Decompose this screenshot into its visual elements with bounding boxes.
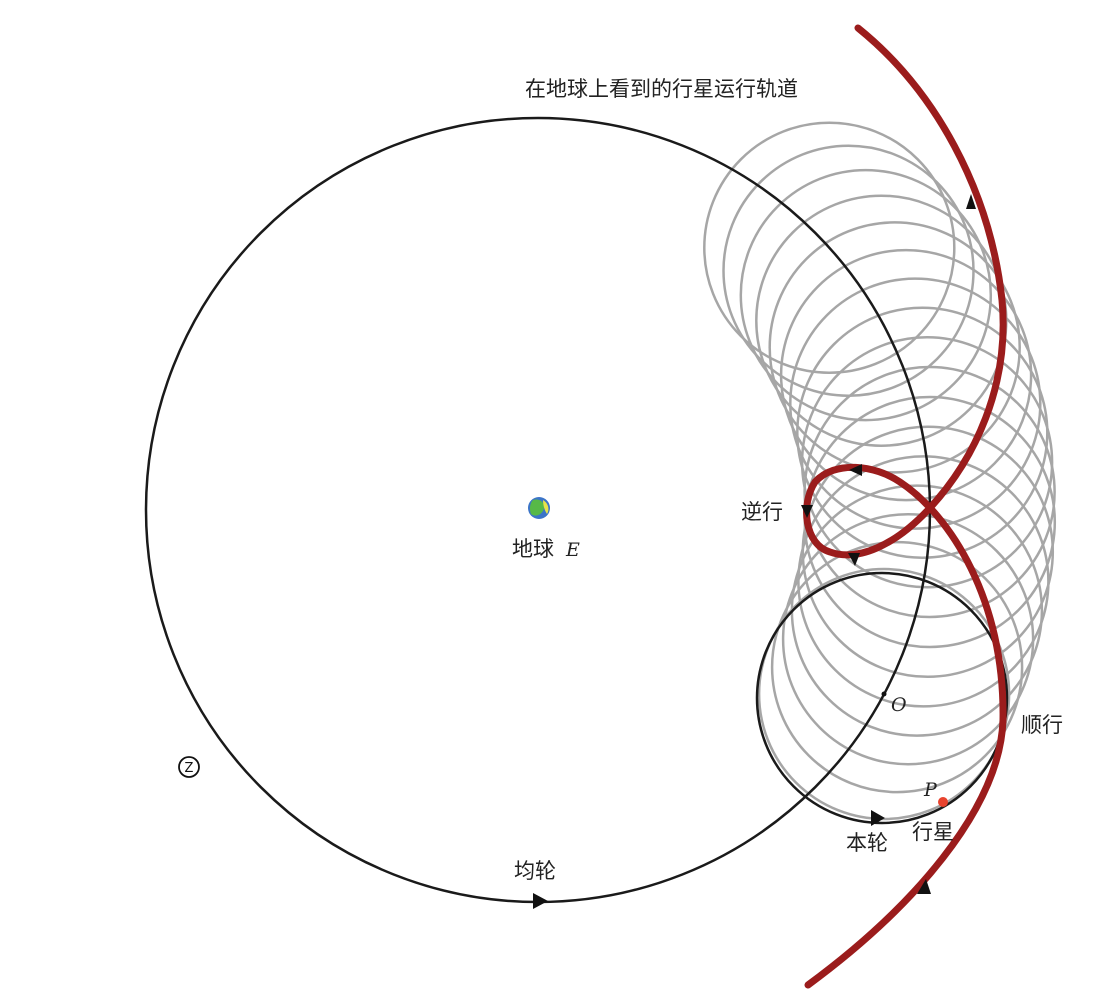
planet-path-arrow-loop-top [849,464,862,476]
epicycle-trace-circle [779,248,1033,502]
diagram-title: 在地球上看到的行星运行轨道 [525,77,798,101]
planet-path-arrow-loop-bottom [848,553,860,566]
prograde-label: 顺行 [1021,713,1063,737]
planet-path-arrow-top [966,194,976,209]
epicycle-arrow [871,810,885,826]
epicycle-center-symbol: O [891,694,907,716]
epicycle-trace-circle [703,121,956,374]
planet-symbol: P [923,779,938,801]
zodiac-mark-icon: Z [178,756,200,778]
epicycle-trace-circle [770,540,1024,794]
planet-label: 行星 [912,820,954,844]
epicycle-trace-circle [757,567,1011,821]
earth-icon [528,497,550,519]
epicycle-trace-circle [768,221,1021,474]
earth-label: 地球 E [512,537,580,561]
deferent-label: 均轮 [514,859,556,883]
deferent-arrow [533,893,548,909]
epicycle-trace-circle [803,365,1056,619]
epicycle-center-dot [881,691,887,697]
retrograde-label: 逆行 [741,500,783,524]
epicycle-trace-circle [789,277,1042,530]
planet-dot [938,797,948,807]
svg-text:Z: Z [185,761,194,776]
planet-path-arrow-loop-left [801,505,813,518]
planet-path [803,24,1007,989]
epicycle-circle [755,571,1009,825]
epicycle-trace-circle [781,512,1035,766]
epicycle-trace-circle [739,168,993,422]
epicycle-label: 本轮 [846,831,888,855]
planet-path-arrow-bottom [917,879,931,894]
